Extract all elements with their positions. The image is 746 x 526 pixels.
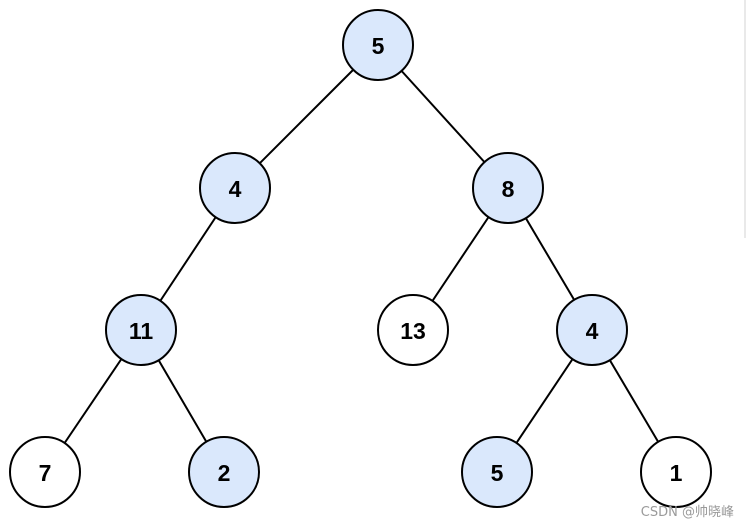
tree-node: 8	[472, 152, 544, 224]
node-circle	[377, 294, 449, 366]
highlighted-node-circle	[556, 294, 628, 366]
csdn-watermark: CSDN @帅晓峰	[640, 505, 734, 520]
tree-node: 11	[105, 294, 177, 366]
tree-nodes: 5 4 8 11 13 4 7 2 5 1	[9, 9, 712, 508]
node-label: 7	[39, 460, 52, 486]
highlighted-node-circle	[472, 152, 544, 224]
tree-edges	[44, 44, 677, 473]
tree-node: 13	[377, 294, 449, 366]
node-circle	[640, 436, 712, 508]
tree-node: 4	[199, 152, 271, 224]
node-label: 13	[400, 318, 426, 344]
tree-node: 2	[188, 436, 260, 508]
node-label: 2	[218, 460, 231, 486]
highlighted-node-circle	[105, 294, 177, 366]
node-circle	[9, 436, 81, 508]
node-label: 4	[586, 318, 599, 344]
node-label: 5	[491, 460, 504, 486]
highlighted-node-circle	[461, 436, 533, 508]
node-label: 5	[372, 33, 385, 59]
right-edge-line	[744, 0, 746, 238]
tree-node: 5	[461, 436, 533, 508]
tree-node: 7	[9, 436, 81, 508]
node-label: 1	[670, 460, 683, 486]
tree-node: 5	[342, 9, 414, 81]
highlighted-node-circle	[188, 436, 260, 508]
highlighted-node-circle	[199, 152, 271, 224]
tree-node: 1	[640, 436, 712, 508]
node-label: 11	[129, 318, 154, 344]
tree-node: 4	[556, 294, 628, 366]
node-label: 4	[229, 176, 242, 202]
highlighted-node-circle	[342, 9, 414, 81]
node-label: 8	[502, 176, 515, 202]
